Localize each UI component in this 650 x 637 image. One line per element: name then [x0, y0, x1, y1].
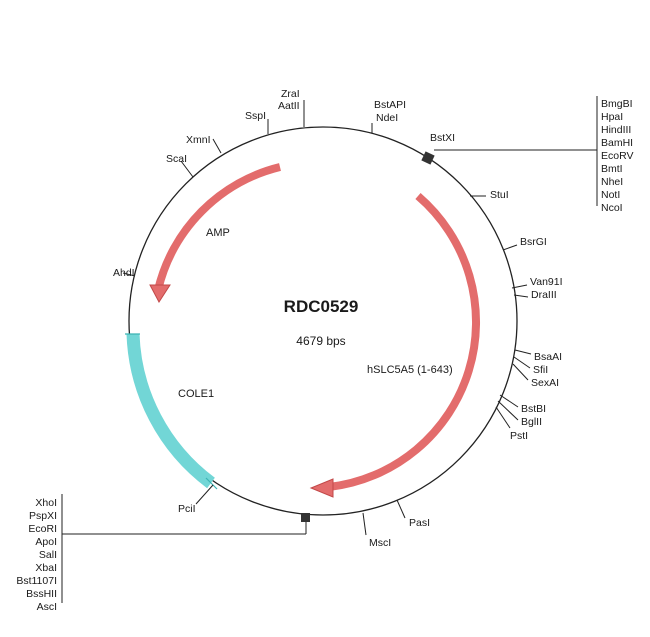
site-bstxi[interactable]: BstXI — [430, 132, 455, 144]
restriction-sites: AhdI ScaI XmnI SspI ZraI AatII BstAPI Nd… — [113, 88, 563, 549]
site-bsrgi[interactable]: BsrGI — [520, 236, 547, 248]
hslc5a5-feature[interactable] — [328, 192, 480, 491]
site-pspxi[interactable]: PspXI — [29, 510, 57, 522]
site-ahdi[interactable]: AhdI — [113, 267, 135, 279]
site-sspi[interactable]: SspI — [245, 110, 266, 122]
site-psti[interactable]: PstI — [510, 430, 528, 442]
cluster-list-bottom-left: XhoI PspXI EcoRI ApoI SalI XbaI Bst1107I… — [16, 497, 57, 613]
cluster-mark-bottom-left — [301, 513, 310, 522]
site-hindiii[interactable]: HindIII — [601, 124, 631, 136]
site-ecori[interactable]: EcoRI — [28, 523, 57, 535]
site-bglii[interactable]: BglII — [521, 416, 542, 428]
site-bmti[interactable]: BmtI — [601, 163, 623, 175]
site-bstapi[interactable]: BstAPI — [374, 99, 406, 111]
site-apoi[interactable]: ApoI — [35, 536, 57, 548]
site-noti[interactable]: NotI — [601, 189, 620, 201]
cole1-label: COLE1 — [178, 388, 214, 400]
site-aatii[interactable]: AatII — [278, 100, 300, 112]
site-xmni[interactable]: XmnI — [186, 134, 211, 146]
site-ecorv[interactable]: EcoRV — [601, 150, 634, 162]
site-bsaai[interactable]: BsaAI — [534, 351, 562, 363]
site-bsshii[interactable]: BssHII — [26, 588, 57, 600]
site-msci[interactable]: MscI — [369, 537, 391, 549]
site-scai[interactable]: ScaI — [166, 153, 187, 165]
cole1-feature[interactable] — [126, 333, 215, 489]
site-bamhi[interactable]: BamHI — [601, 137, 633, 149]
site-asci[interactable]: AscI — [37, 601, 57, 613]
site-van91i[interactable]: Van91I — [530, 276, 563, 288]
site-bstbi[interactable]: BstBI — [521, 403, 546, 415]
amp-label: AMP — [206, 227, 230, 239]
amp-arrowhead — [149, 284, 171, 303]
site-sexai[interactable]: SexAI — [531, 377, 559, 389]
site-ticks — [61, 96, 598, 603]
site-hpai[interactable]: HpaI — [601, 111, 623, 123]
site-draiii[interactable]: DraIII — [531, 289, 557, 301]
site-ndei[interactable]: NdeI — [376, 112, 398, 124]
plasmid-size: 4679 bps — [296, 334, 345, 348]
site-stui[interactable]: StuI — [490, 189, 509, 201]
cluster-mark-top-right — [421, 151, 435, 165]
amp-feature[interactable] — [154, 163, 281, 291]
site-nhei[interactable]: NheI — [601, 176, 623, 188]
hslc5a5-arrowhead — [309, 478, 334, 498]
site-pasi[interactable]: PasI — [409, 517, 430, 529]
site-ncoi[interactable]: NcoI — [601, 202, 623, 214]
cole1-feature-edges — [125, 333, 218, 490]
site-sali[interactable]: SalI — [39, 549, 57, 561]
plasmid-backbone — [128, 126, 518, 516]
site-zrai[interactable]: ZraI — [281, 88, 300, 100]
cluster-list-top-right: BmgBI HpaI HindIII BamHI EcoRV BmtI NheI… — [601, 98, 634, 214]
plasmid-name: RDC0529 — [284, 297, 359, 316]
site-xhoi[interactable]: XhoI — [35, 497, 57, 509]
site-bmgbi[interactable]: BmgBI — [601, 98, 633, 110]
site-sfii[interactable]: SfiI — [533, 364, 548, 376]
site-pcii[interactable]: PciI — [178, 503, 196, 515]
hslc5a5-label: hSLC5A5 (1-643) — [367, 364, 453, 376]
site-xbai[interactable]: XbaI — [35, 562, 57, 574]
site-bst1107i[interactable]: Bst1107I — [16, 575, 57, 587]
